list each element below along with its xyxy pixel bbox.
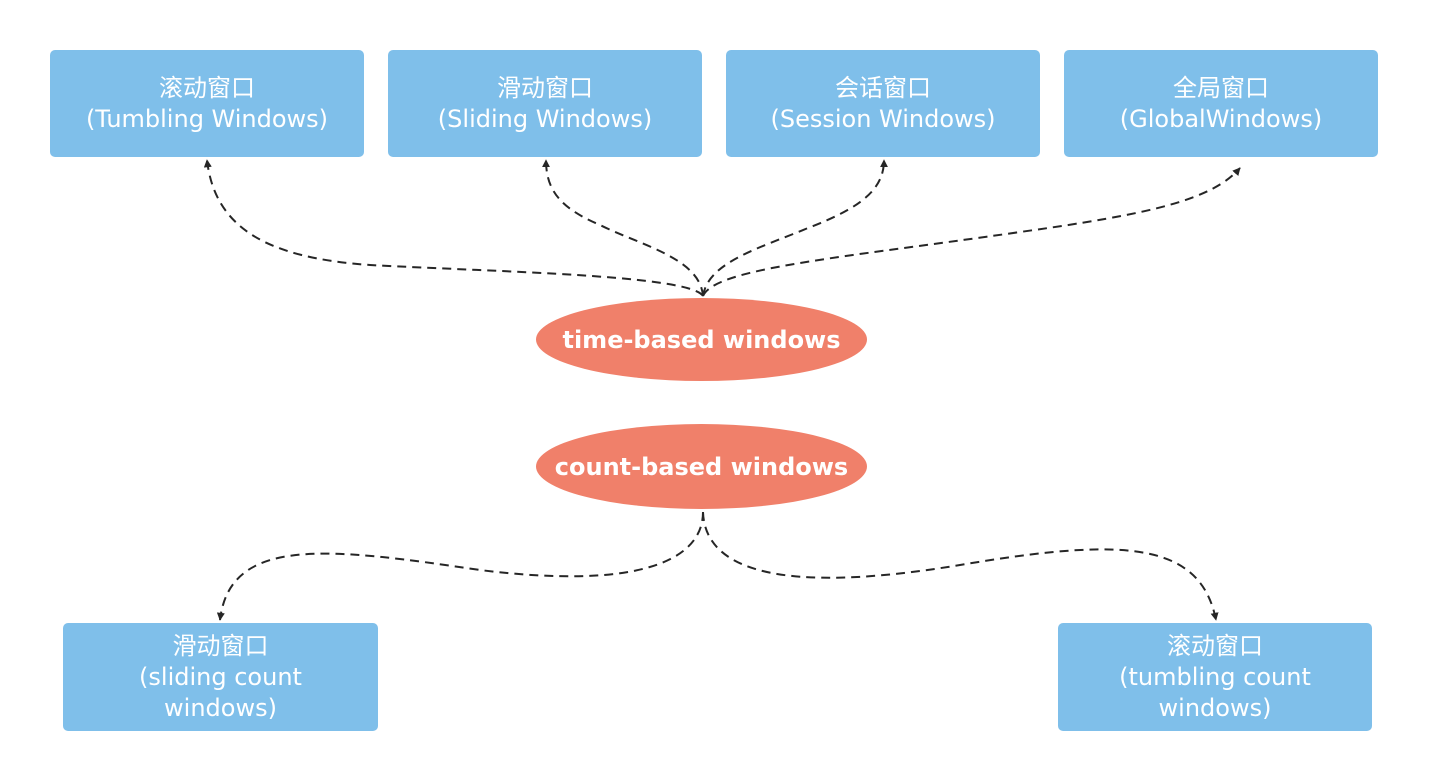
tumbling-count-windows-node: 滚动窗口 (tumbling count windows)	[1058, 623, 1372, 731]
tumbling-windows-zh: 滚动窗口	[159, 73, 255, 102]
global-windows-zh: 全局窗口	[1173, 73, 1269, 102]
edge-time-to-session	[702, 159, 888, 297]
edge-count-to-sliding-count	[216, 511, 704, 621]
edge-time-to-sliding	[542, 159, 704, 297]
edge-time-to-global	[702, 167, 1241, 297]
sliding-count-en-line1: (sliding count	[139, 662, 302, 691]
session-windows-en: (Session Windows)	[770, 104, 996, 133]
time-based-windows-label: time-based windows	[562, 325, 841, 354]
sliding-count-windows-node: 滑动窗口 (sliding count windows)	[63, 623, 378, 731]
global-windows-node: 全局窗口 (GlobalWindows)	[1064, 50, 1378, 157]
edge-time-to-tumbling	[203, 159, 704, 297]
count-based-windows-node: count-based windows	[536, 424, 867, 509]
tumbling-windows-node: 滚动窗口 (Tumbling Windows)	[50, 50, 364, 157]
time-based-windows-node: time-based windows	[536, 298, 867, 381]
sliding-count-zh: 滑动窗口	[172, 631, 269, 660]
tumbling-count-zh: 滚动窗口	[1167, 631, 1263, 660]
tumbling-count-en-line1: (tumbling count	[1119, 662, 1311, 691]
sliding-count-en-line2: windows)	[164, 693, 277, 722]
session-windows-zh: 会话窗口	[835, 73, 931, 102]
tumbling-windows-en: (Tumbling Windows)	[85, 104, 329, 133]
global-windows-en: (GlobalWindows)	[1119, 104, 1323, 133]
count-based-windows-label: count-based windows	[554, 452, 849, 481]
tumbling-count-en-line2: windows)	[1158, 693, 1272, 722]
sliding-windows-node: 滑动窗口 (Sliding Windows)	[388, 50, 702, 157]
sliding-windows-zh: 滑动窗口	[497, 73, 593, 102]
sliding-windows-en: (Sliding Windows)	[437, 104, 653, 133]
edge-count-to-tumbling-count	[702, 511, 1219, 621]
session-windows-node: 会话窗口 (Session Windows)	[726, 50, 1040, 157]
